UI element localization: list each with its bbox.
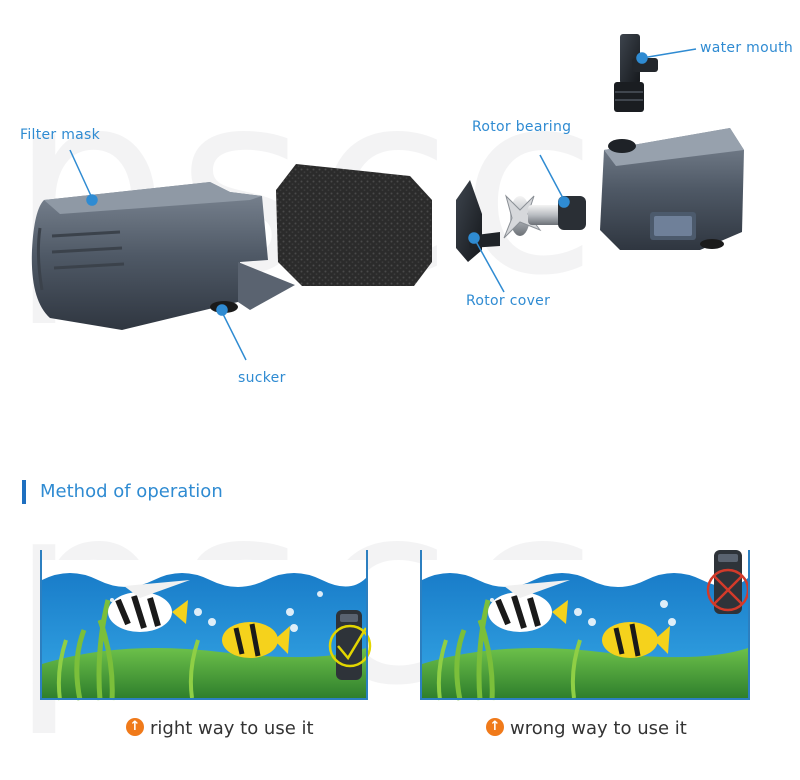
section-title: Method of operation — [22, 480, 223, 504]
label-rotor-bearing: Rotor bearing — [472, 119, 572, 135]
label-filter-mask: Filter mask — [20, 127, 101, 143]
rotor-cover-part — [456, 180, 500, 262]
caption-wrong-way: ↑ wrong way to use it — [486, 716, 687, 742]
foam-filter-part — [276, 164, 432, 286]
rotor-impeller-part — [503, 194, 586, 239]
tank-wrong-way — [420, 550, 750, 701]
callout-lines — [69, 48, 697, 361]
filter-mask-part — [31, 182, 295, 330]
caption-right-way: ↑ right way to use it — [126, 716, 314, 742]
check-circle-icon — [328, 624, 372, 668]
label-sucker: sucker — [238, 370, 286, 386]
label-water-mouth: water mouth — [700, 40, 794, 56]
up-arrow-circle-icon: ↑ — [126, 718, 144, 736]
up-arrow-circle-icon: ↑ — [486, 718, 504, 736]
caption-wrong-text: wrong way to use it — [510, 718, 687, 739]
caption-right-text: right way to use it — [150, 718, 314, 739]
motor-body-part — [600, 128, 744, 250]
water-mouth-part — [614, 34, 658, 112]
tank-right-way — [40, 550, 372, 701]
label-rotor-cover: Rotor cover — [466, 293, 551, 309]
